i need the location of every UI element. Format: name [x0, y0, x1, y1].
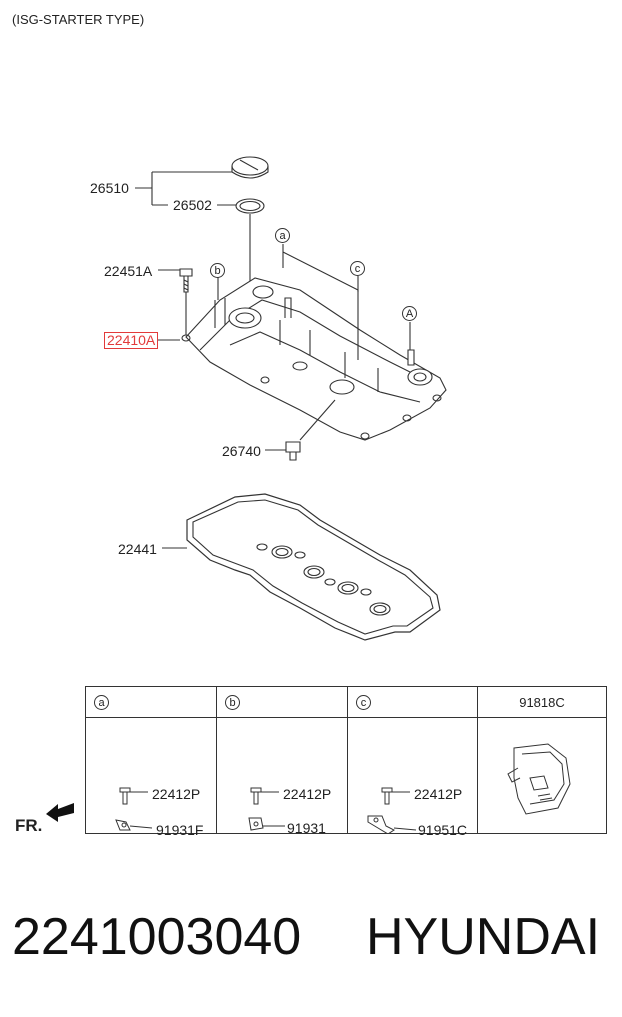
- bolt-icon: [115, 787, 153, 831]
- callout-26502[interactable]: 26502: [173, 197, 212, 213]
- ref-b-marker: b: [210, 263, 225, 278]
- ref-c-marker: c: [350, 261, 365, 276]
- cap-gasket: [235, 198, 265, 214]
- callout-26510[interactable]: 26510: [90, 180, 129, 196]
- legend-b-part-1[interactable]: 22412P: [283, 786, 332, 802]
- footer-brand: HYUNDAI: [366, 908, 601, 966]
- oil-filler-cap: [231, 156, 269, 179]
- leader-26510: [135, 171, 232, 206]
- legend-c-part-2[interactable]: 91951C: [418, 822, 468, 838]
- sensor-26740: [285, 441, 301, 461]
- legend-table: a b c 91818C 22412P 91931F: [85, 686, 607, 838]
- bolt-22451A: [179, 268, 193, 293]
- legend-91818C-label[interactable]: 91818C: [519, 695, 565, 710]
- legend-header-a: a: [85, 686, 217, 718]
- protector-bracket-icon: [507, 743, 571, 815]
- ref-A-marker: A: [402, 306, 417, 321]
- legend-c-part-1[interactable]: 22412P: [414, 786, 463, 802]
- legend-ref-c: c: [356, 695, 371, 710]
- legend-a-part-2[interactable]: 91931F: [156, 822, 204, 838]
- legend-a-part-1[interactable]: 22412P: [152, 786, 201, 802]
- footer-part-number: 2241003040: [12, 908, 302, 966]
- legend-ref-b: b: [225, 695, 240, 710]
- legend-header-c: c: [347, 686, 478, 718]
- legend-cell-b: 22412P 91931: [216, 717, 348, 836]
- front-direction-label: FR.: [15, 816, 43, 835]
- callout-22410A-highlighted[interactable]: 22410A: [104, 332, 159, 349]
- clip-icon: [248, 787, 285, 831]
- legend-cell-c: 22412P 91951C: [347, 717, 478, 838]
- legend-cell-a: 22412P 91931F: [85, 717, 217, 838]
- callout-22441[interactable]: 22441: [118, 541, 157, 557]
- legend-header-91818C: 91818C: [477, 686, 607, 718]
- legend-header-b: b: [216, 686, 348, 718]
- legend-cell-91818C: [477, 717, 607, 834]
- cylinder-head-cover: [181, 277, 447, 441]
- legend-b-part-2[interactable]: 91931: [287, 820, 326, 836]
- ref-a-marker: a: [275, 228, 290, 243]
- legend-ref-a: a: [94, 695, 109, 710]
- exploded-view-drawing: [135, 156, 447, 641]
- front-arrow-icon: [46, 803, 74, 822]
- rocker-cover-gasket: [186, 493, 441, 641]
- diagram-header: (ISG-STARTER TYPE): [12, 12, 145, 27]
- bracket-icon: [367, 787, 417, 833]
- callout-26740[interactable]: 26740: [222, 443, 261, 459]
- callout-22451A[interactable]: 22451A: [104, 263, 153, 279]
